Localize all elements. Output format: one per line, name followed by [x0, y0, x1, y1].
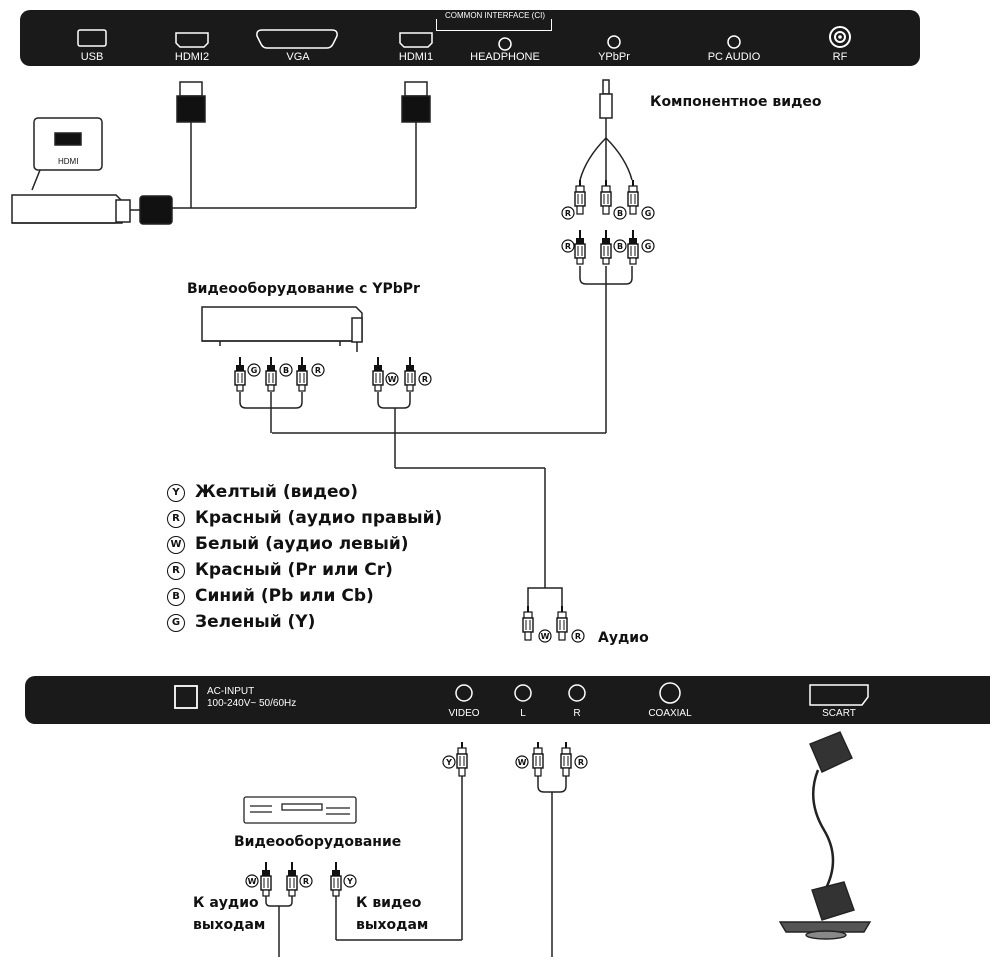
caption-to-video-line1: К видео — [356, 895, 422, 911]
port-label-coaxial: COAXIAL — [648, 708, 692, 719]
hdmi-source-device — [11, 117, 173, 225]
port-label-video: VIDEO — [448, 708, 480, 719]
caption-to-video-line2: выходам — [356, 917, 429, 933]
ci-slot — [436, 19, 552, 31]
port-label-ypbpr: YPbPr — [598, 51, 630, 63]
port-label-pc-audio: PC AUDIO — [707, 51, 761, 63]
caption-ypbpr-equipment: Видеооборудование с YPbPr — [187, 281, 420, 297]
caption-to-audio-line2: выходам — [193, 917, 266, 933]
tv-top-connector-panel — [20, 10, 920, 66]
port-label-vga: VGA — [286, 51, 310, 63]
port-label-hdmi2: HDMI2 — [174, 51, 210, 63]
port-label-rf: RF — [832, 51, 848, 63]
scart-cable — [778, 731, 872, 940]
hdmi-cable-2 — [401, 81, 431, 208]
component-video-cable — [579, 79, 633, 181]
ac-input-label: AC-INPUT — [207, 686, 255, 697]
hdmi-cable-1 — [170, 81, 416, 209]
video-equipment-device — [243, 796, 357, 824]
port-label-l: L — [520, 708, 526, 719]
caption-audio: Аудио — [598, 630, 649, 646]
port-label-headphone: HEADPHONE — [470, 51, 540, 63]
caption-component-video: Компонентное видео — [650, 94, 822, 110]
port-label-usb: USB — [80, 51, 104, 63]
hdmi-device-label: HDMI — [58, 157, 79, 166]
caption-to-audio-line1: К аудио — [193, 895, 259, 911]
port-label-scart: SCART — [822, 708, 856, 719]
ypbpr-equipment-device — [201, 306, 363, 352]
port-label-hdmi1: HDMI1 — [398, 51, 434, 63]
ci-label: COMMON INTERFACE (CI) — [445, 11, 545, 20]
caption-video-equipment: Видеооборудование — [234, 834, 402, 850]
ac-spec-label: 100-240V~ 50/60Hz — [207, 698, 297, 709]
port-label-r: R — [573, 708, 581, 719]
